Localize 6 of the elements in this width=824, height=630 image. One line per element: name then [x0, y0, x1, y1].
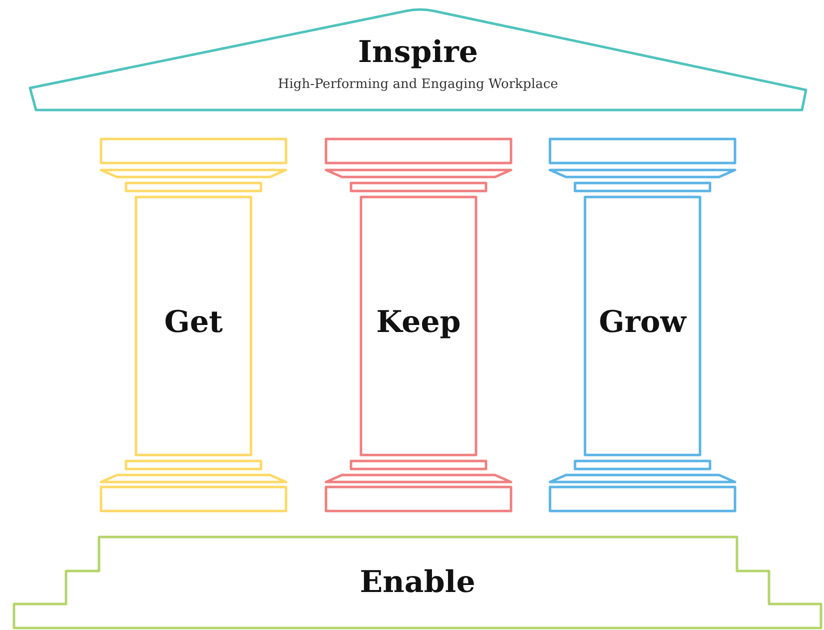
- heading: Enable: [360, 565, 476, 600]
- heading: Get: [164, 305, 223, 340]
- subtitle: High-Performing and Engaging Workplace: [278, 77, 558, 92]
- heading: Keep: [376, 305, 461, 340]
- heading: Grow: [598, 305, 686, 340]
- heading: Inspire: [358, 35, 478, 70]
